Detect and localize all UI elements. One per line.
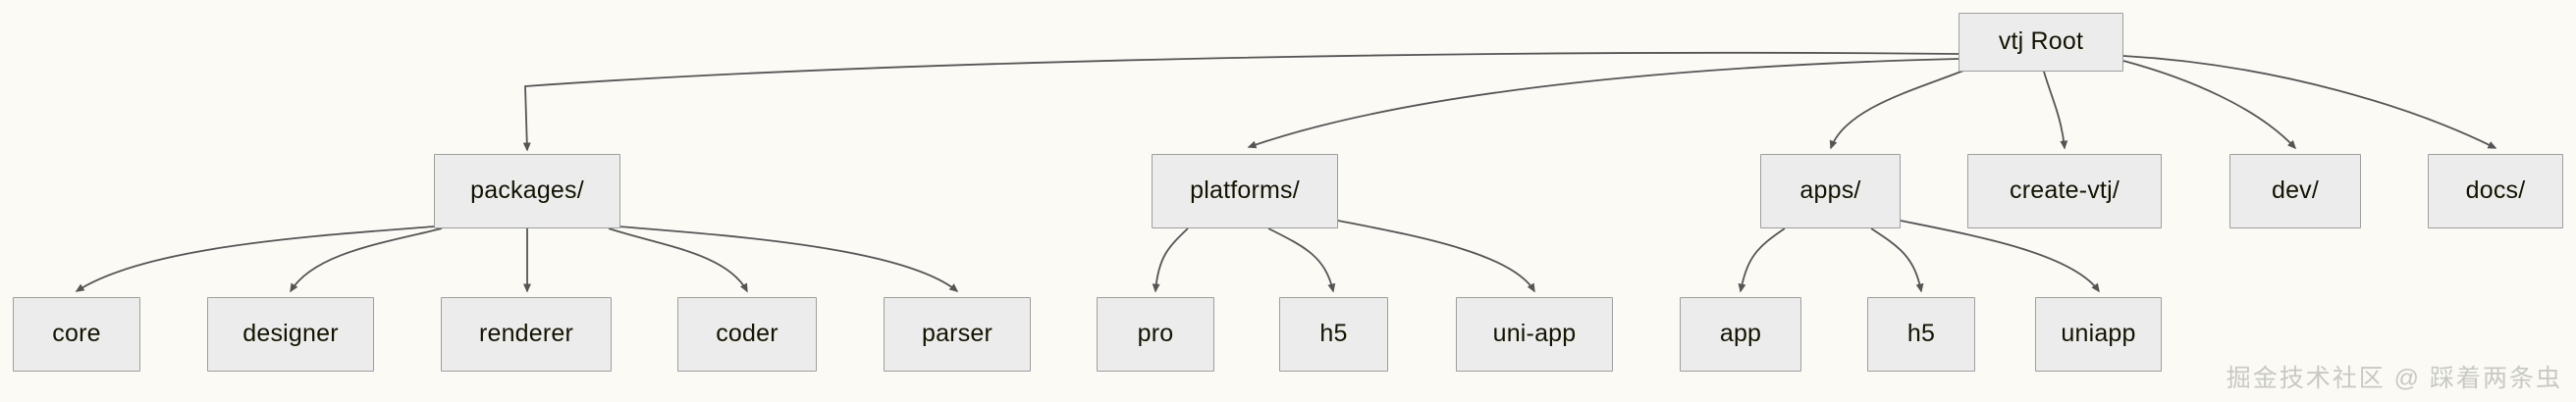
node-label: h5	[1906, 319, 1936, 347]
watermark-text: 掘金技术社区 @ 踩着两条虫	[2226, 365, 2562, 392]
node-renderer[interactable]: renderer	[441, 297, 612, 372]
node-h5-platform[interactable]: h5	[1279, 297, 1388, 372]
node-label: create-vtj/	[2010, 176, 2120, 204]
node-pro[interactable]: pro	[1097, 297, 1214, 372]
node-docs[interactable]: docs/	[2428, 154, 2563, 228]
node-core[interactable]: core	[13, 297, 140, 372]
node-label: parser	[921, 319, 993, 347]
edge-packages-to-parser	[617, 226, 959, 292]
node-label: h5	[1319, 319, 1348, 347]
node-uni-app[interactable]: uni-app	[1456, 297, 1613, 372]
node-root[interactable]: vtj Root	[1959, 13, 2123, 72]
node-label: vtj Root	[1998, 26, 2084, 55]
edge-platforms-to-h5-platform	[1267, 227, 1336, 293]
edge-packages-to-coder	[608, 227, 748, 293]
node-uniapp[interactable]: uniapp	[2035, 297, 2162, 372]
edge-root-to-dev	[2122, 60, 2297, 150]
edge-apps-to-app	[1738, 227, 1786, 293]
edge-root-to-packages	[522, 51, 1959, 152]
edge-root-to-docs	[2122, 55, 2497, 149]
node-designer[interactable]: designer	[207, 297, 374, 372]
node-dev[interactable]: dev/	[2229, 154, 2361, 228]
edge-packages-to-core	[75, 226, 435, 292]
node-label: uni-app	[1492, 319, 1577, 347]
node-label: packages/	[470, 176, 584, 204]
node-label: app	[1719, 319, 1762, 347]
edge-root-to-platforms	[1247, 58, 1959, 149]
node-platforms[interactable]: platforms/	[1152, 154, 1338, 228]
node-label: pro	[1137, 319, 1174, 347]
node-label: renderer	[478, 319, 574, 347]
node-app[interactable]: app	[1680, 297, 1801, 372]
node-apps[interactable]: apps/	[1760, 154, 1901, 228]
node-label: apps/	[1799, 176, 1861, 204]
node-label: coder	[716, 319, 778, 347]
edge-packages-to-designer	[290, 227, 443, 293]
node-parser[interactable]: parser	[884, 297, 1031, 372]
edge-platforms-to-pro	[1152, 227, 1189, 293]
node-label: core	[52, 319, 101, 347]
node-label: designer	[242, 319, 339, 347]
edge-root-to-create-vtj	[2043, 71, 2068, 150]
node-h5-app[interactable]: h5	[1867, 297, 1975, 372]
edge-platforms-to-uni-app	[1337, 220, 1535, 293]
edge-apps-to-uniapp	[1900, 220, 2100, 293]
node-create-vtj[interactable]: create-vtj/	[1967, 154, 2162, 228]
edge-apps-to-h5-app	[1870, 227, 1924, 293]
node-packages[interactable]: packages/	[434, 154, 620, 228]
node-label: docs/	[2465, 176, 2526, 204]
edge-root-to-apps	[1829, 70, 1964, 150]
node-coder[interactable]: coder	[677, 297, 817, 372]
node-label: dev/	[2271, 176, 2320, 204]
node-label: uniapp	[2061, 319, 2136, 347]
node-label: platforms/	[1190, 176, 1300, 204]
